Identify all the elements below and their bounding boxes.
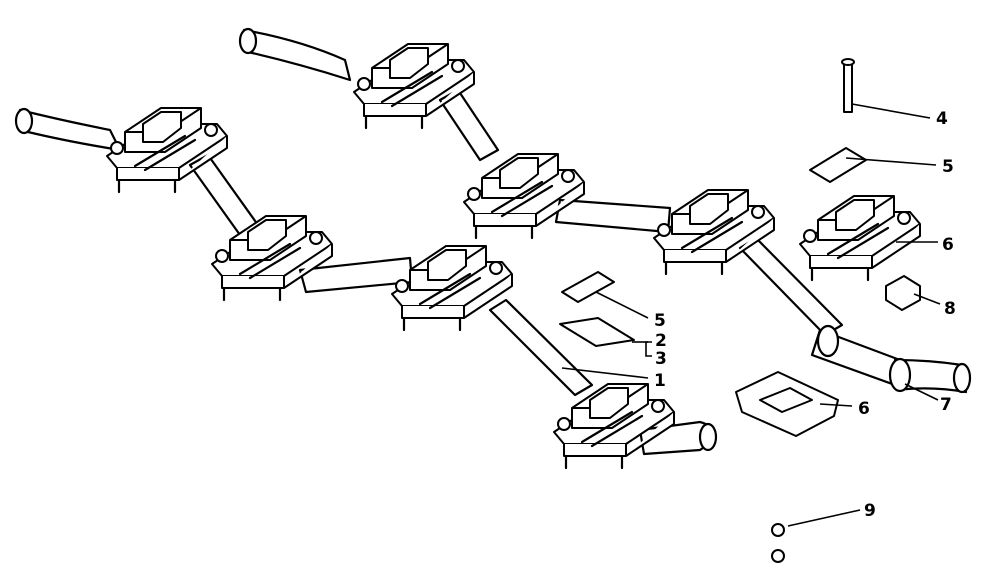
part-bolt	[841, 58, 855, 113]
part-cap-upper	[798, 194, 922, 282]
right-block-2	[462, 152, 586, 240]
callout-6-upper: 6	[942, 235, 954, 255]
callout-3: 3	[655, 349, 667, 369]
part-small-block	[885, 275, 921, 311]
left-pipe-assembly	[14, 106, 718, 470]
part-plate-b	[559, 317, 635, 347]
callout-5-lower: 5	[654, 311, 666, 331]
right-pipe-assembly	[238, 27, 972, 394]
part-nuts	[771, 523, 785, 563]
callout-6-lower: 6	[858, 399, 870, 419]
left-block-4	[552, 382, 676, 470]
callout-9: 9	[864, 501, 876, 521]
callouts: 4 5 6 8 5 2 3 1 6 7 9	[654, 109, 956, 521]
part-plate-upper	[809, 147, 867, 183]
callout-2: 2	[655, 331, 667, 351]
callout-4: 4	[936, 109, 948, 129]
leader-lines	[561, 103, 941, 527]
part-plate-a	[561, 271, 615, 303]
callout-8: 8	[944, 299, 956, 319]
callout-7: 7	[940, 395, 952, 415]
callout-1: 1	[654, 371, 666, 391]
callout-5-upper: 5	[942, 157, 954, 177]
part-bracket-lower	[735, 371, 839, 437]
